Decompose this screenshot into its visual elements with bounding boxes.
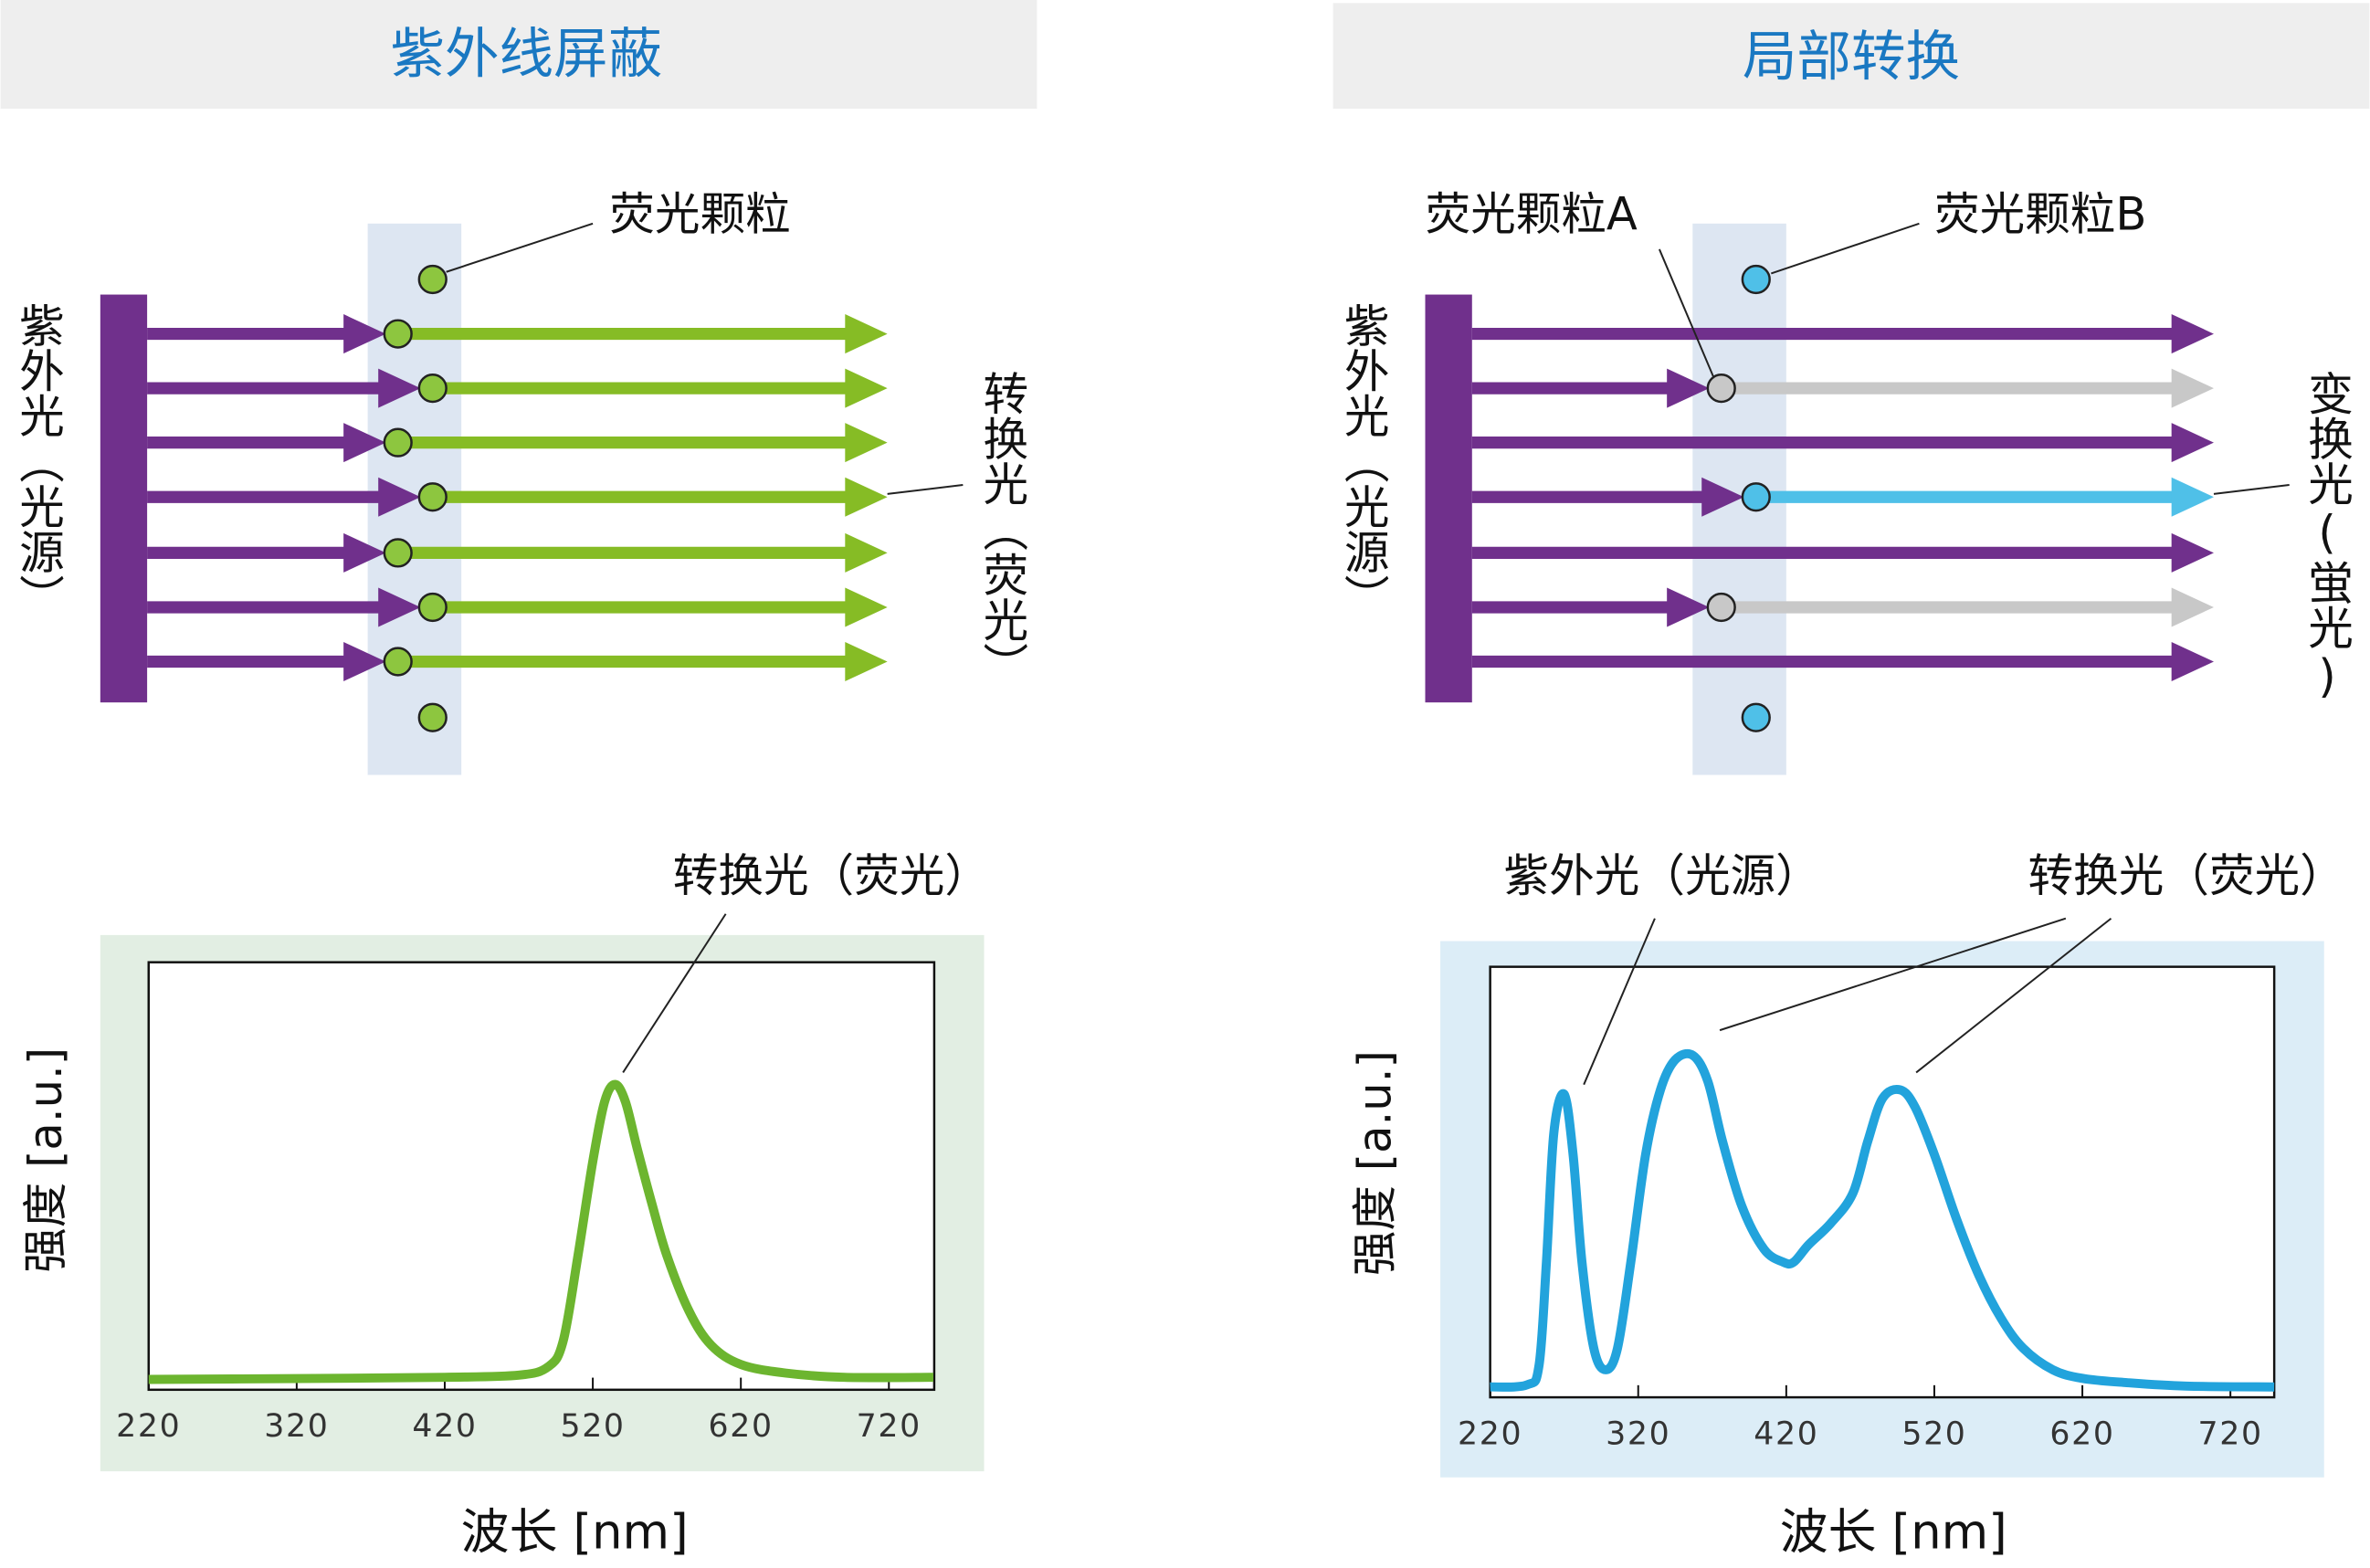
fluorescent-particle xyxy=(383,427,413,458)
uv-source-label: 紫外光（光源） xyxy=(12,302,65,619)
uv-annotation-leader-line xyxy=(1583,918,1656,1086)
absorbed-arrow-head xyxy=(2171,587,2214,627)
uv-passthrough-arrow-head xyxy=(2171,642,2214,682)
particle-b xyxy=(1741,264,1771,295)
fluorescent-particle xyxy=(417,592,448,623)
uv-arrow-head xyxy=(1701,477,1744,517)
x-axis-label: 波长 [nm] xyxy=(461,1504,689,1560)
uv-source-label: 紫外光（光源） xyxy=(1337,302,1390,619)
output-label: 转换光（荧光） xyxy=(975,370,1028,687)
x-tick-label: 620 xyxy=(2049,1415,2114,1452)
conv-annotation-leader-line-2 xyxy=(1915,917,2112,1074)
output-label: 变换光(蛍光) xyxy=(2301,370,2354,702)
left-diagram: 荧光颗粒 紫外光（光源） 转换光（荧光） xyxy=(12,187,1028,775)
uv-arrow-head xyxy=(343,423,386,463)
plot-area xyxy=(1489,965,2276,1399)
x-tick-label: 720 xyxy=(857,1408,922,1445)
fluorescent-particle xyxy=(417,373,448,404)
x-tick-label: 320 xyxy=(1606,1415,1670,1452)
left-chart: 220 320 420 520 620 720 转换光（荧光） 波长 [nm] 强度 [a… xyxy=(19,849,990,1561)
annotation-leader-line xyxy=(622,913,727,1073)
x-tick-label: 720 xyxy=(2198,1415,2263,1452)
uv-passthrough-arrow-head xyxy=(2171,423,2214,463)
uv-passthrough-arrow-head xyxy=(2171,314,2214,354)
converted-arrow-head xyxy=(2171,477,2214,517)
spectrum-line xyxy=(148,1079,933,1384)
uv-arrow-head xyxy=(378,368,421,408)
y-axis-label: 强度 [a.u.] xyxy=(19,1047,72,1273)
plot-area xyxy=(147,961,936,1392)
right-chart: 220 320 420 520 620 720 紫外光（光源） 转换光（荧光） 波长 [n… xyxy=(1348,849,2344,1561)
converted-arrow-head xyxy=(845,642,888,682)
uv-arrow-head xyxy=(1667,368,1710,408)
conv-chart-annotation: 转换光（荧光） xyxy=(2028,849,2345,902)
particle-b xyxy=(1741,702,1771,732)
fluorescent-particle xyxy=(417,702,448,732)
uv-arrow-head xyxy=(378,477,421,517)
particle-a xyxy=(1706,373,1736,404)
x-tick-label: 420 xyxy=(1754,1415,1818,1452)
chart-annotation: 转换光（荧光） xyxy=(673,849,990,902)
converted-arrow-head xyxy=(845,587,888,627)
left-header-bg xyxy=(0,0,1038,110)
x-tick-label: 420 xyxy=(412,1408,477,1445)
x-tick-label: 520 xyxy=(560,1408,625,1445)
x-tick-label: 320 xyxy=(264,1408,329,1445)
particle-a xyxy=(1706,592,1736,623)
spectrum-line xyxy=(1490,1048,2275,1392)
particle-a-leader-line xyxy=(1658,248,1715,378)
x-tick-label: 520 xyxy=(1901,1415,1966,1452)
uv-arrow-head xyxy=(343,532,386,573)
particle-a-label: 荧光颗粒A xyxy=(1426,187,1638,240)
fluorescent-particle xyxy=(383,538,413,568)
fluorescent-particle xyxy=(417,482,448,512)
y-axis-label: 强度 [a.u.] xyxy=(1348,1050,1401,1276)
uv-arrow-head xyxy=(343,314,386,354)
particle-label: 荧光颗粒 xyxy=(609,187,790,240)
converted-arrow-head xyxy=(845,314,888,354)
absorbed-arrow-head xyxy=(2171,368,2214,408)
fluorescent-particle xyxy=(383,647,413,677)
uv-arrow-head xyxy=(1667,587,1710,627)
x-tick-label: 220 xyxy=(116,1408,181,1445)
converted-arrow-head xyxy=(845,477,888,517)
uv-source-bar xyxy=(1425,294,1472,703)
right-title: 局部转换 xyxy=(1743,26,1960,89)
particle-b xyxy=(1741,482,1771,512)
right-header-bg xyxy=(1332,3,2370,110)
output-leader-line xyxy=(2213,483,2290,495)
particle-b-leader-line xyxy=(1770,222,1920,275)
x-tick-label: 220 xyxy=(1458,1415,1522,1452)
fluorescent-particle xyxy=(417,264,448,295)
uv-source-bar xyxy=(100,294,148,703)
uv-arrow-head xyxy=(343,642,386,682)
converted-arrow-head xyxy=(845,423,888,463)
particle-leader-line xyxy=(446,222,594,273)
converted-arrow-head xyxy=(845,532,888,573)
output-leader-line xyxy=(887,483,964,495)
uv-chart-annotation: 紫外光（光源） xyxy=(1504,849,1821,902)
right-diagram: 荧光颗粒A 荧光颗粒B 紫外光（光源） 变换光(蛍光) xyxy=(1337,187,2354,775)
fluorescent-particle xyxy=(383,319,413,349)
uv-arrow-head xyxy=(378,587,421,627)
x-axis-label: 波长 [nm] xyxy=(1780,1504,2007,1560)
uv-passthrough-arrow-head xyxy=(2171,532,2214,573)
particle-b-label: 荧光颗粒B xyxy=(1934,187,2146,240)
conv-annotation-leader-line-1 xyxy=(1719,917,2067,1032)
x-tick-label: 620 xyxy=(709,1408,774,1445)
converted-arrow-head xyxy=(845,368,888,408)
left-title: 紫外线屏蔽 xyxy=(390,23,662,86)
